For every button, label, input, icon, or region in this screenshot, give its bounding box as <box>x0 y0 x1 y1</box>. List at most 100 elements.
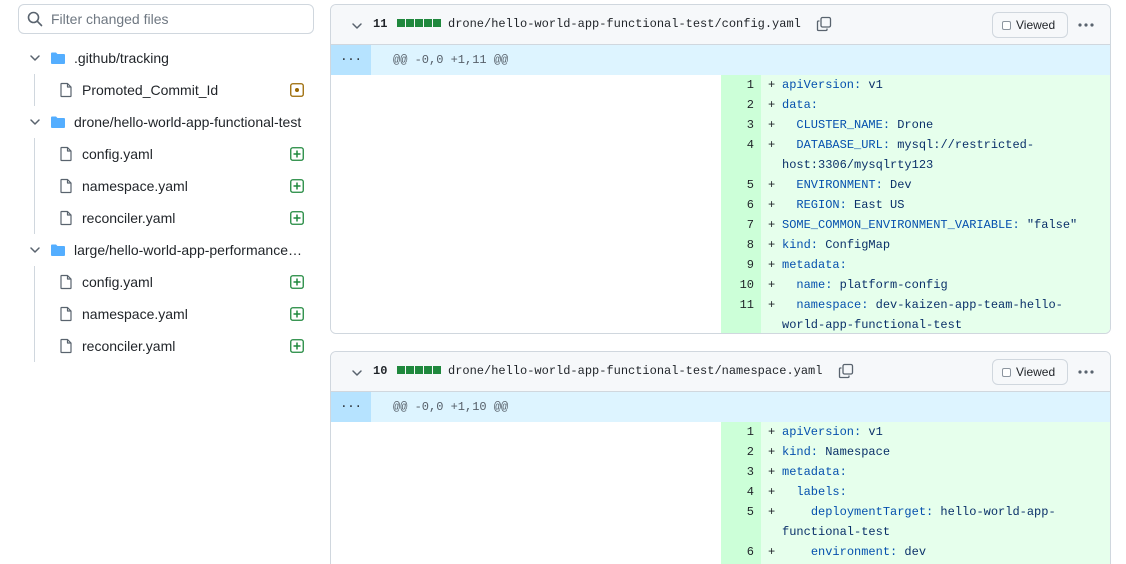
chevron-down-icon[interactable] <box>29 52 41 64</box>
added-marker: + <box>768 258 776 272</box>
tree-file-reconciler-yaml[interactable]: reconciler.yaml <box>0 202 322 234</box>
added-marker: + <box>768 298 776 312</box>
line-number[interactable]: 4 <box>746 485 754 499</box>
diff-file-config-yaml: 11 drone/hello-world-app-functional-test… <box>330 4 1111 334</box>
diff-left-empty <box>331 422 721 564</box>
file-modified-icon <box>290 83 304 97</box>
folder-icon <box>51 116 65 128</box>
chevron-down-icon[interactable] <box>351 20 363 32</box>
viewed-checkbox-button[interactable]: Viewed <box>992 359 1068 385</box>
file-added-icon <box>290 211 304 225</box>
tree-file-reconciler-yaml[interactable]: reconciler.yaml <box>0 330 322 362</box>
added-marker: + <box>768 485 776 499</box>
line-number[interactable]: 11 <box>739 298 754 312</box>
hunk-header: ... @@ -0,0 +1,11 @@ <box>331 45 1110 75</box>
code-text: deploymentTarget: hello-world-app-functi… <box>782 505 1056 539</box>
diff-lines: 1+apiVersion: v1 2+kind: Namespace 3+met… <box>331 422 1110 564</box>
code-text: REGION: East US <box>782 198 905 212</box>
added-code-area <box>761 422 1110 564</box>
line-number[interactable]: 3 <box>746 118 754 132</box>
added-marker: + <box>768 118 776 132</box>
file-icon <box>60 178 72 194</box>
hunk-header: ... @@ -0,0 +1,10 @@ <box>331 392 1110 422</box>
diffstat-blocks <box>397 366 441 374</box>
tree-file-config-yaml[interactable]: config.yaml <box>0 138 322 170</box>
expand-hunk-button[interactable]: ... <box>331 392 371 422</box>
file-tree: .github/tracking Promoted_Commit_Id dron… <box>0 42 322 362</box>
diff-file-namespace-yaml: 10 drone/hello-world-app-functional-test… <box>330 351 1111 564</box>
tree-file-label: namespace.yaml <box>82 178 188 194</box>
line-number[interactable]: 8 <box>746 238 754 252</box>
copy-icon[interactable] <box>816 16 832 32</box>
line-number[interactable]: 10 <box>739 278 754 292</box>
added-marker: + <box>768 138 776 152</box>
tree-file-config-yaml[interactable]: config.yaml <box>0 266 322 298</box>
tree-file-promoted-commit-id[interactable]: Promoted_Commit_Id <box>0 74 322 106</box>
line-number[interactable]: 2 <box>746 98 754 112</box>
tree-file-label: Promoted_Commit_Id <box>82 82 219 98</box>
code-text: apiVersion: v1 <box>782 78 883 92</box>
file-icon <box>60 210 72 226</box>
code-text: SOME_COMMON_ENVIRONMENT_VARIABLE: "false… <box>782 218 1078 232</box>
diffstat-blocks <box>397 19 441 27</box>
folder-icon <box>51 244 65 256</box>
diff-file-path[interactable]: drone/hello-world-app-functional-test/co… <box>448 17 801 31</box>
line-number[interactable]: 6 <box>746 198 754 212</box>
file-tree-sidebar: .github/tracking Promoted_Commit_Id dron… <box>0 0 322 564</box>
tree-folder-label: .github/tracking <box>74 50 169 66</box>
search-icon <box>27 11 43 27</box>
chevron-down-icon[interactable] <box>29 116 41 128</box>
code-text: name: platform-config <box>782 278 948 292</box>
line-number[interactable]: 2 <box>746 445 754 459</box>
chevron-down-icon[interactable] <box>29 244 41 256</box>
line-number[interactable]: 6 <box>746 545 754 559</box>
hunk-range: @@ -0,0 +1,10 @@ <box>393 400 509 414</box>
code-text: metadata: <box>782 465 847 479</box>
added-marker: + <box>768 98 776 112</box>
code-text: metadata: <box>782 258 847 272</box>
code-text: namespace: dev-kaizen-app-team-hello-wor… <box>782 298 1063 332</box>
tree-folder-label: drone/hello-world-app-functional-test <box>74 114 302 130</box>
line-number[interactable]: 5 <box>746 505 754 519</box>
line-number[interactable]: 1 <box>746 425 754 439</box>
file-icon <box>60 146 72 162</box>
tree-file-namespace-yaml[interactable]: namespace.yaml <box>0 298 322 330</box>
folder-icon <box>51 52 65 64</box>
hunk-range: @@ -0,0 +1,11 @@ <box>393 53 509 67</box>
filter-changed-files[interactable] <box>18 4 314 34</box>
line-number[interactable]: 7 <box>746 218 754 232</box>
tree-file-label: config.yaml <box>82 274 153 290</box>
code-text: kind: ConfigMap <box>782 238 891 252</box>
viewed-checkbox[interactable] <box>1002 368 1011 377</box>
file-added-icon <box>290 339 304 353</box>
line-number[interactable]: 9 <box>746 258 754 272</box>
tree-folder-github-tracking[interactable]: .github/tracking <box>0 42 322 74</box>
diff-file-path[interactable]: drone/hello-world-app-functional-test/na… <box>448 364 823 378</box>
line-number-gutter <box>721 422 761 564</box>
kebab-menu-icon[interactable] <box>1076 364 1096 380</box>
viewed-checkbox-button[interactable]: Viewed <box>992 12 1068 38</box>
line-number[interactable]: 3 <box>746 465 754 479</box>
expand-hunk-button[interactable]: ... <box>331 45 371 75</box>
chevron-down-icon[interactable] <box>351 367 363 379</box>
filter-changed-files-input[interactable] <box>51 9 307 29</box>
copy-icon[interactable] <box>838 363 854 379</box>
tree-folder-large[interactable]: large/hello-world-app-performance-test <box>0 234 322 266</box>
added-marker: + <box>768 218 776 232</box>
added-marker: + <box>768 178 776 192</box>
viewed-label: Viewed <box>1016 365 1056 379</box>
line-number[interactable]: 1 <box>746 78 754 92</box>
kebab-menu-icon[interactable] <box>1076 17 1096 33</box>
file-icon <box>60 274 72 290</box>
added-marker: + <box>768 505 776 519</box>
line-number[interactable]: 4 <box>746 138 754 152</box>
code-text: environment: dev <box>782 545 927 559</box>
added-marker: + <box>768 425 776 439</box>
line-number[interactable]: 5 <box>746 178 754 192</box>
tree-folder-drone[interactable]: drone/hello-world-app-functional-test <box>0 106 322 138</box>
added-marker: + <box>768 278 776 292</box>
diff-file-header: 10 drone/hello-world-app-functional-test… <box>331 352 1110 392</box>
tree-file-namespace-yaml[interactable]: namespace.yaml <box>0 170 322 202</box>
tree-file-label: reconciler.yaml <box>82 338 176 354</box>
viewed-checkbox[interactable] <box>1002 21 1011 30</box>
